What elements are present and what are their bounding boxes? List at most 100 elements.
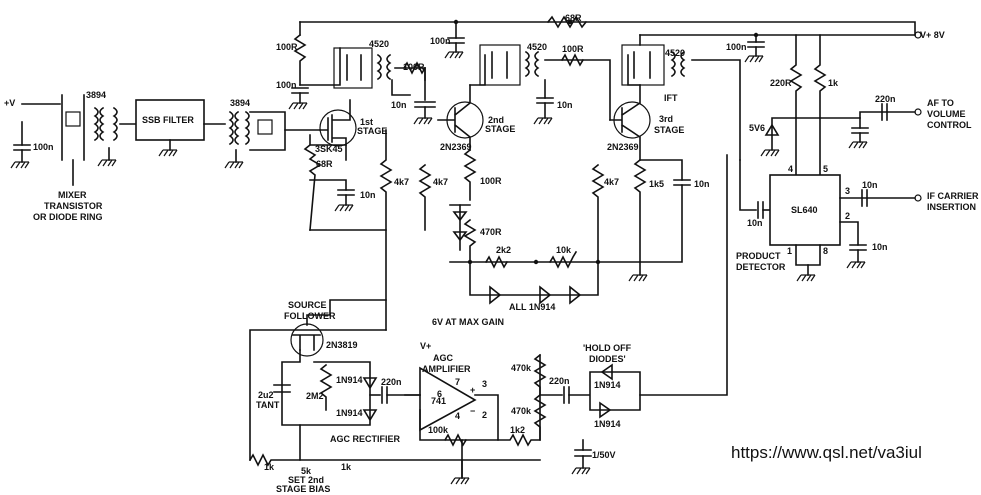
svg-text:470k: 470k [511,406,532,416]
transformer-3894-b [224,110,321,169]
svg-text:2N2369: 2N2369 [440,142,472,152]
supply-rail [299,19,922,39]
svg-text:4k7: 4k7 [604,177,619,187]
svg-text:1/50V: 1/50V [592,450,616,460]
svg-text:SOURCE: SOURCE [288,300,327,310]
svg-text:DIODES': DIODES' [589,354,626,364]
svg-text:2: 2 [482,410,487,420]
svg-text:2N2369: 2N2369 [607,142,639,152]
svg-text:FOLLOWER: FOLLOWER [284,311,336,321]
svg-text:AGC: AGC [433,353,454,363]
svg-text:100R: 100R [480,176,502,186]
svg-text:220n: 220n [381,377,402,387]
svg-text:V+ 8V: V+ 8V [920,30,945,40]
svg-text:2N3819: 2N3819 [326,340,358,350]
svg-text:100k: 100k [428,425,449,435]
svg-text:1k2: 1k2 [510,425,525,435]
svg-text:VOLUME: VOLUME [927,109,966,119]
svg-text:DETECTOR: DETECTOR [736,262,786,272]
svg-text:4520: 4520 [527,42,547,52]
svg-text:10n: 10n [747,218,763,228]
source-url: https://www.qsl.net/va3iul [731,443,922,462]
svg-text:8: 8 [823,246,828,256]
svg-text:6V AT MAX GAIN: 6V AT MAX GAIN [432,317,504,327]
svg-text:68R: 68R [565,13,582,23]
svg-text:10n: 10n [694,179,710,189]
svg-text:1N914: 1N914 [594,380,621,390]
svg-text:4k7: 4k7 [433,177,448,187]
svg-text:+V: +V [4,98,15,108]
svg-text:470k: 470k [511,363,532,373]
svg-text:2k2: 2k2 [496,245,511,255]
svg-text:1k: 1k [341,462,352,472]
svg-text:IF CARRIER: IF CARRIER [927,191,979,201]
svg-text:68R: 68R [316,159,333,169]
svg-text:4: 4 [455,411,460,421]
stage-2 [418,21,641,305]
svg-text:5k: 5k [301,466,312,476]
svg-text:5V6: 5V6 [749,123,765,133]
svg-text:V+: V+ [420,341,431,351]
svg-text:+: + [470,385,475,395]
svg-text:IFT: IFT [664,93,678,103]
agc-section [248,299,641,485]
svg-text:INSERTION: INSERTION [927,202,976,212]
svg-text:6: 6 [437,389,442,399]
svg-text:100n: 100n [726,42,747,52]
svg-text:741: 741 [431,396,446,406]
svg-text:2nd: 2nd [488,115,504,125]
input-section [10,94,136,186]
svg-text:3894: 3894 [230,98,250,108]
svg-text:5: 5 [823,164,828,174]
svg-text:2M2: 2M2 [306,391,324,401]
svg-text:220n: 220n [875,94,896,104]
svg-text:100n: 100n [276,80,297,90]
svg-text:−: − [470,406,475,416]
svg-text:4520: 4520 [369,39,389,49]
svg-text:4: 4 [788,164,793,174]
svg-text:2u2: 2u2 [258,390,274,400]
stage-1 [288,33,436,331]
svg-text:4520: 4520 [665,48,685,58]
svg-text:STAGE BIAS: STAGE BIAS [276,484,330,494]
svg-text:PRODUCT: PRODUCT [736,251,781,261]
svg-text:SL640: SL640 [791,205,818,215]
stage-3 [609,34,765,282]
svg-text:3rd: 3rd [659,114,673,124]
text-labels: +V 3894 100n MIXER TRANSISTOR OR DIODE R… [4,13,979,494]
svg-text:SET 2nd: SET 2nd [288,475,324,485]
svg-text:220R: 220R [770,78,792,88]
svg-text:10n: 10n [360,190,376,200]
svg-text:MIXER: MIXER [58,190,87,200]
svg-text:AMPLIFIER: AMPLIFIER [422,364,471,374]
svg-text:2: 2 [845,211,850,221]
svg-text:3: 3 [845,186,850,196]
resistor-68r-top [546,15,588,29]
svg-text:1N914: 1N914 [336,375,363,385]
svg-text:100R: 100R [403,62,425,72]
svg-text:10n: 10n [872,242,888,252]
svg-text:1k: 1k [828,78,839,88]
product-detector [639,34,922,396]
svg-text:TRANSISTOR: TRANSISTOR [44,201,103,211]
svg-text:CONTROL: CONTROL [927,120,972,130]
svg-text:100n: 100n [430,36,451,46]
svg-text:7: 7 [455,377,460,387]
svg-text:10n: 10n [391,100,407,110]
svg-text:1N914: 1N914 [336,408,363,418]
svg-text:4k7: 4k7 [394,177,409,187]
svg-text:10n: 10n [557,100,573,110]
svg-text:470R: 470R [480,227,502,237]
svg-text:100n: 100n [33,142,54,152]
svg-text:TANT: TANT [256,400,280,410]
svg-text:10k: 10k [556,245,572,255]
svg-text:100R: 100R [276,42,298,52]
svg-text:3SK45: 3SK45 [315,144,343,154]
svg-text:10n: 10n [862,180,878,190]
svg-text:3894: 3894 [86,90,106,100]
svg-text:ALL 1N914: ALL 1N914 [509,302,555,312]
svg-text:100R: 100R [562,44,584,54]
svg-text:STAGE: STAGE [485,124,515,134]
